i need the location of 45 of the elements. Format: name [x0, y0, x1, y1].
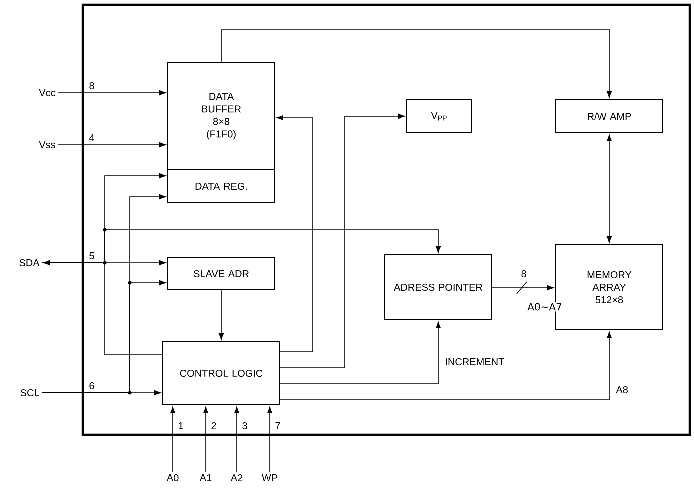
pin-name: Vcc — [39, 90, 56, 96]
logic-block: CONTROL LOGIC — [162, 342, 280, 406]
pin-name: Vss — [39, 142, 56, 148]
pin-number: 8 — [88, 81, 96, 91]
connector — [58, 142, 166, 148]
pin-number: 4 — [88, 134, 96, 142]
connector — [280, 114, 406, 368]
connector — [607, 134, 612, 244]
pin-number: 2 — [210, 422, 218, 430]
pin-name: A0 — [166, 474, 179, 482]
pin-name: A2 — [230, 474, 243, 482]
address-block: SLAVE ADR — [168, 258, 276, 290]
bus-width: 8 — [520, 269, 528, 279]
pin-number: 5 — [88, 252, 96, 260]
address-range-label: A0∼A7 — [526, 302, 564, 312]
pin-name: WP — [262, 474, 278, 482]
amplifier-block: R/W AMP — [556, 100, 664, 134]
edge-label: INCREMENT — [444, 357, 506, 367]
pin-number: 7 — [274, 422, 282, 430]
pin-number: 3 — [241, 421, 249, 431]
connector — [170, 406, 176, 473]
connector — [221, 30, 612, 98]
edge-label: A8 — [615, 385, 630, 395]
register-block: DATA REG. — [168, 170, 276, 204]
chip-outline — [82, 4, 692, 436]
pin-number: 6 — [88, 381, 96, 391]
pin-name: A1 — [200, 474, 212, 482]
block: V$_{PP}$ — [406, 100, 472, 134]
connector — [280, 322, 441, 384]
connector — [42, 262, 163, 356]
connector — [43, 260, 166, 266]
connector — [58, 90, 166, 96]
buffer-block: DATA BUFFER 8×8 (F1F0) — [168, 62, 276, 170]
connector — [268, 406, 272, 473]
connector — [204, 406, 208, 473]
connector — [42, 280, 166, 394]
pin-name: SCL — [20, 389, 40, 397]
connector — [234, 406, 240, 473]
connector — [219, 290, 224, 340]
pointer-block: ADRESS POINTER — [384, 254, 492, 320]
connector — [276, 116, 314, 352]
connector — [492, 286, 554, 290]
pin-number: 1 — [177, 422, 185, 430]
pin-name: SDA — [20, 259, 40, 267]
connector — [280, 332, 612, 400]
